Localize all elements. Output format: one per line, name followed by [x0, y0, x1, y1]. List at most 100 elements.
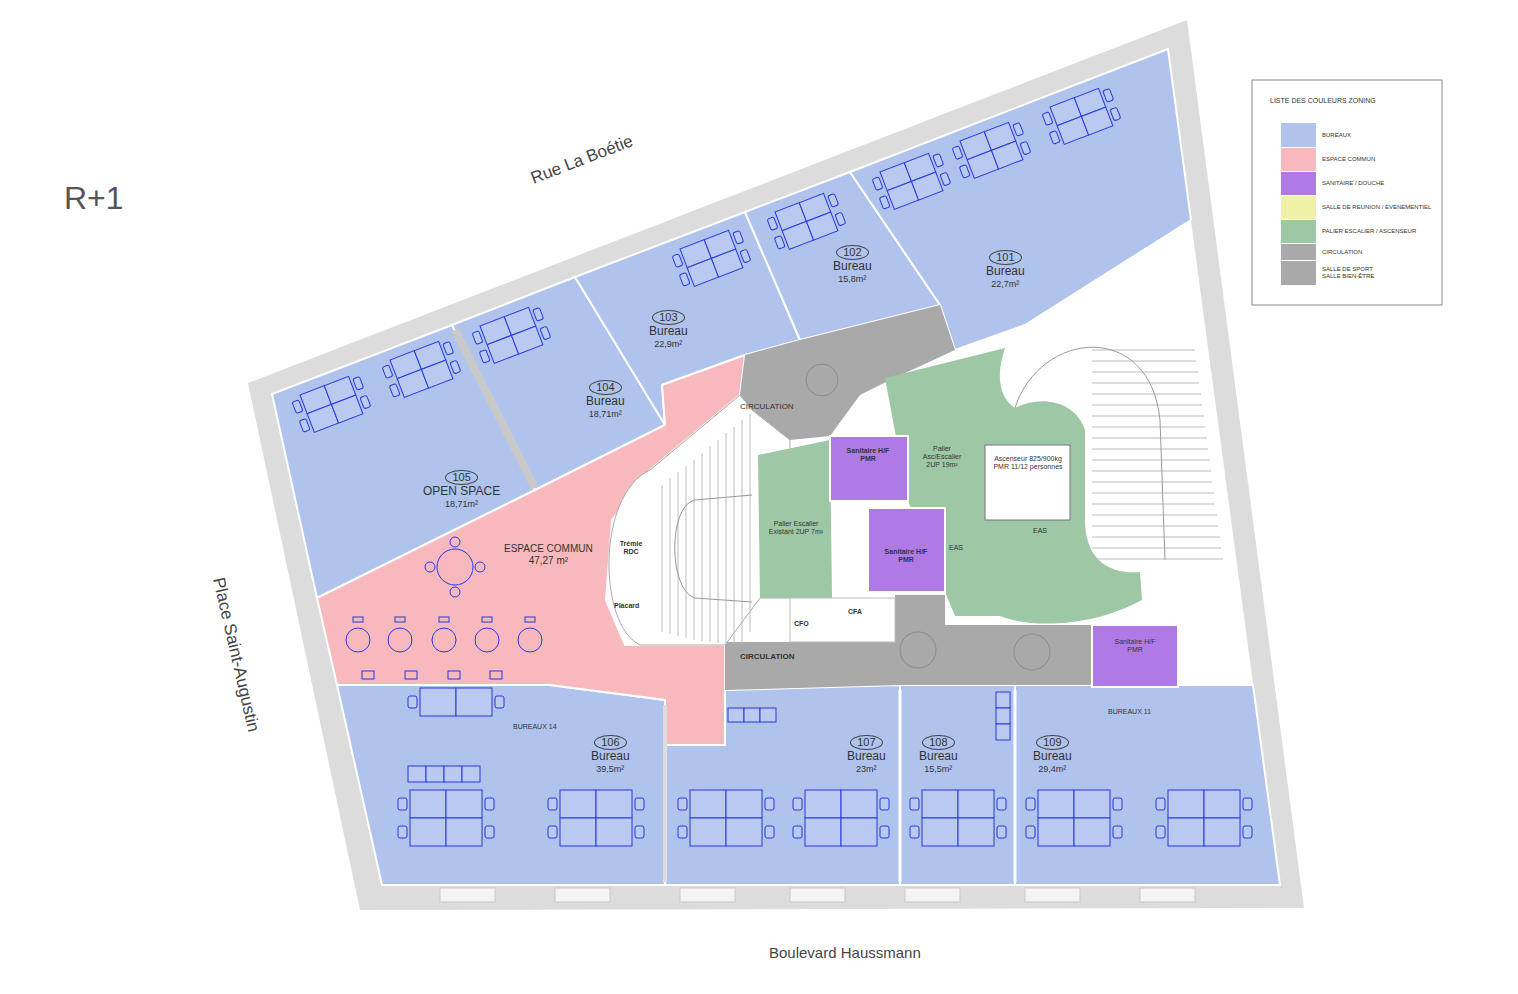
room-text: 22,7m² [986, 279, 1025, 289]
room-number: 102 [836, 245, 868, 260]
zone-label: Sanitaire H/F PMR [842, 447, 894, 463]
plan-label: LISTE DES COULEURS ZONING [1270, 97, 1376, 105]
sanitary-zone [830, 436, 908, 501]
desk-cluster [1026, 790, 1122, 846]
bench [426, 766, 444, 782]
room-text: Bureau [919, 750, 958, 764]
room-label: 104Bureau18,71m² [586, 380, 625, 419]
legend-text: SALLE DE SPORT SALLE BIEN-ÊTRE [1322, 266, 1384, 280]
zone-label: Palier Asc/Escalier 2UP 19m² [918, 445, 966, 469]
legend-text: ESPACE COMMUN [1322, 156, 1438, 163]
legend-swatch [1281, 261, 1316, 285]
legend-swatch [1281, 196, 1316, 219]
chair [495, 696, 504, 708]
chair [353, 617, 363, 622]
window [680, 888, 735, 902]
plan-label: Place Saint-Augustin [209, 576, 264, 734]
room-number: 104 [589, 380, 621, 395]
zone-label: Ascenseur 825/900kg PMR 11/12 personnes [991, 455, 1065, 471]
room-text: Bureau [586, 395, 625, 409]
room-text: CIRCULATION [740, 652, 795, 661]
plan-label: BUREAUX 14 [513, 723, 557, 731]
legend-text: SALLE DE REUNION / EVENEMENTIEL [1322, 204, 1438, 211]
outer-wall [248, 20, 1304, 910]
desk-cluster [398, 790, 494, 846]
window [440, 888, 495, 902]
chair [408, 696, 417, 708]
plan-label: Boulevard Haussmann [769, 944, 921, 961]
room-text: 15,5m² [919, 764, 958, 774]
room-number: 105 [445, 470, 477, 485]
bench [760, 708, 776, 722]
plan-label: BUREAUX 11 [1108, 708, 1151, 716]
chair [475, 562, 485, 572]
round-table [437, 549, 473, 585]
bench [408, 766, 426, 782]
room-text: Ascenseur 825/900kg PMR 11/12 personnes [991, 455, 1065, 471]
room-number: 101 [989, 250, 1021, 265]
desk-cluster [951, 119, 1033, 182]
desk-cluster [910, 790, 1006, 846]
partition-wall [899, 690, 902, 882]
bench [996, 724, 1010, 740]
room-text: ESPACE COMMUN [504, 543, 593, 555]
desk-cluster [793, 790, 889, 846]
window [555, 888, 610, 902]
bench [444, 766, 462, 782]
bench [462, 766, 480, 782]
room-label: 101Bureau22,7m² [986, 250, 1025, 289]
room-text: OPEN SPACE [423, 485, 500, 499]
desk-cluster [1041, 85, 1123, 148]
desk [420, 688, 456, 716]
plan-label: CFO [794, 620, 809, 628]
legend-text: SANITAIRE / DOUCHE [1322, 180, 1438, 187]
round-table [346, 628, 370, 652]
room-text: Sanitaire H/F PMR [842, 447, 894, 463]
room-number: 107 [850, 735, 882, 750]
room-label: 106Bureau39,5m² [591, 735, 630, 774]
stair-rail [675, 495, 752, 602]
plan-label: EAS [1033, 527, 1047, 535]
zone-label: Palier Escalier Existant 2UP 7m² [765, 520, 827, 536]
chair [425, 562, 435, 572]
bench [728, 708, 744, 722]
sanitary-zone [1092, 625, 1178, 687]
room-text: 18,71m² [586, 409, 625, 419]
room-text: Bureau [986, 265, 1025, 279]
desk-cluster [381, 338, 463, 401]
landing-zone [758, 440, 832, 598]
plan-label: Rue La Boétie [528, 131, 636, 188]
chair [482, 617, 492, 622]
chair [439, 617, 449, 622]
room-number: 103 [652, 310, 684, 325]
chair [525, 617, 535, 622]
legend-text: PALIER ESCALIER / ASCENSEUR [1322, 228, 1438, 235]
room-text: 22,9m² [649, 339, 688, 349]
legend-swatch [1281, 123, 1316, 147]
legend-swatch [1281, 244, 1316, 260]
desk-cluster [671, 227, 753, 290]
room-text: 47,27 m² [504, 555, 593, 567]
room-text: 15,8m² [833, 274, 872, 284]
round-table [475, 628, 499, 652]
office-zone [337, 685, 665, 885]
legend-swatch [1281, 172, 1316, 195]
room-text: Bureau [833, 260, 872, 274]
round-table [518, 628, 542, 652]
round-table [432, 628, 456, 652]
plan-label: Trémie RDC [614, 540, 648, 556]
room-text: Bureau [591, 750, 630, 764]
chair [490, 671, 502, 679]
desk-cluster [678, 790, 774, 846]
room-number: 108 [922, 735, 954, 750]
room-text: 39,5m² [591, 764, 630, 774]
desk [456, 688, 492, 716]
bench [996, 692, 1010, 708]
room-text: Bureau [649, 325, 688, 339]
desk-cluster [548, 790, 644, 846]
room-label: 107Bureau23m² [847, 735, 886, 774]
turning-circle [806, 364, 838, 396]
partition-wall [1014, 690, 1017, 882]
room-label: 105OPEN SPACE18,71m² [423, 470, 500, 509]
room-text: 23m² [847, 764, 886, 774]
